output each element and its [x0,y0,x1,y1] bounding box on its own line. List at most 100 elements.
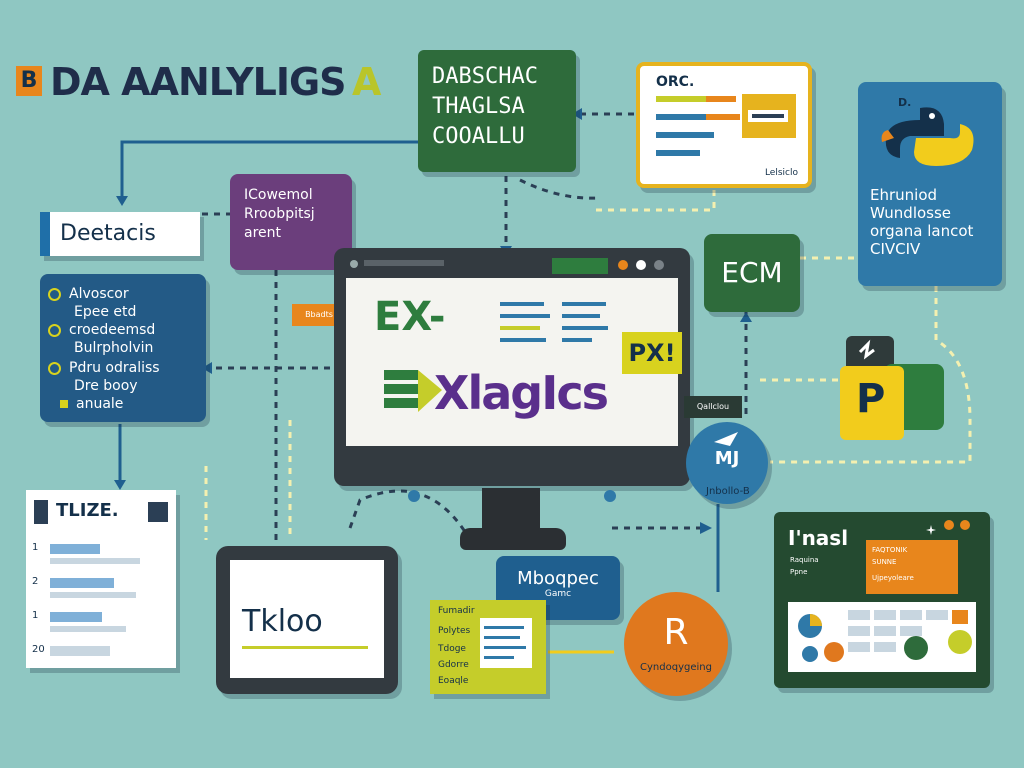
list-item-label: Pdru odraliss [69,360,160,376]
table-row [50,592,136,598]
close-icon[interactable] [654,260,664,270]
dashboard-line: Ujpeyoleare [872,574,914,582]
blue-list-card[interactable]: Alvoscor Epee etd croedeemsd Bulrpholvin… [40,274,206,422]
excel-logo-icon [384,370,442,412]
doc-line: Gdorre [438,660,469,670]
list-item: Bulrpholvin [74,340,153,356]
yellow-document[interactable]: Fumadir Polytes Tdoge Gdorre Eoaqle [430,600,546,694]
doc-line: Eoaqle [438,676,469,686]
top-green-card-text: DABSCHAC THAGLSA COOALLU [432,64,538,149]
status-dot-icon [604,490,616,502]
doc-lines-icon [484,626,526,659]
circle-bullet-icon [48,287,61,301]
python-card-text: Ehruniod Wundlosse organa lancot CIVCIV [870,186,974,258]
window-bar [364,260,444,266]
details-label: Deetacis [60,221,156,246]
tablet-text: Tkloo [242,604,323,639]
doc-line: Fumadir [438,606,475,616]
list-item: Epee etd [74,304,136,320]
doc-line: Tdoge [438,644,466,654]
ecm-card[interactable]: ECM [704,234,800,312]
small-orange-tag: Bbadts [292,304,346,326]
list-item: anuale [60,396,123,412]
m-circle-node[interactable]: MJ [686,422,768,504]
monitor-screen: EX- PX! XlagIcs [346,278,682,446]
list-item-label: croedeemsd [69,322,156,338]
dashboard-panel [788,602,976,672]
dashboard-title: I'nasl [788,526,849,550]
purple-card-text: ICowemol Rroobpitsj arent [244,187,315,241]
monitor-base [460,528,566,550]
p-logo[interactable]: P [840,366,904,440]
table-row [50,612,102,622]
python-card[interactable]: D. Ehruniod Wundlosse organa lancot CIVC… [858,82,1002,286]
doc-inner-panel [480,618,532,668]
dashboard-line: FAQTONIK [872,546,908,554]
purple-card[interactable]: ICowemol Rroobpitsj arent [230,174,352,270]
window-dot-icon [350,260,358,268]
p-logo-text: P [856,376,886,422]
list-item-label: anuale [76,396,124,412]
m-circle-caption: Jnbollo-B [706,486,750,497]
circle-bullet-icon [48,323,61,337]
orc-bar-chart [656,94,796,156]
list-item-label: Dre booy [74,378,138,394]
dashboard-card[interactable]: I'nasl Raquina Ppne FAQTONIK SUNNE Ujpey… [774,512,990,688]
list-item-label: Bulrpholvin [74,340,154,356]
sparkle-icon [858,339,875,360]
table-row [50,558,140,564]
list-item-label: Alvoscor [69,286,129,302]
top-green-card[interactable]: DABSCHAC THAGLSA COOALLU [418,50,576,172]
dashboard-line: SUNNE [872,558,897,566]
list-item: croedeemsd [48,322,155,338]
small-dark-tag: Qallclou [684,396,742,418]
status-dot-icon [944,520,954,530]
python-tag: D. [898,96,912,109]
r-circle-text: R [663,612,689,653]
row-number: 1 [32,542,39,553]
monitor: EX- PX! XlagIcs [334,248,690,502]
screen-text-lines [500,302,608,342]
title-badge: B [16,66,42,96]
doc-corner [148,502,168,522]
r-circle-node[interactable]: R Cyndoqygeing [624,592,728,696]
dashboard-line: Raquina [790,556,819,564]
middle-blue-sub: Gamc [544,589,572,599]
dashboard-line: Ppne [790,568,808,576]
table-row [50,626,126,632]
tablet: Tkloo [216,546,398,694]
table-row [50,578,114,588]
sparkle-icon [926,520,936,535]
maximize-icon[interactable] [636,260,646,270]
status-dot-icon [960,520,970,530]
list-item: Dre booy [74,378,138,394]
screen-wordmark: XlagIcs [434,366,609,420]
tlize-title: TLIZE. [56,500,119,521]
circle-bullet-icon [48,361,61,375]
tablet-screen[interactable]: Tkloo [230,560,384,678]
doc-marker [34,500,48,524]
window-tab [552,258,608,274]
table-row [50,646,110,656]
r-circle-caption: Cyndoqygeing [640,662,712,673]
ecm-card-text: ECM [721,256,783,289]
details-label-card[interactable]: Deetacis [40,212,200,256]
list-item-label: Epee etd [74,304,137,320]
title-suffix: A [352,60,382,104]
orc-chart-label: ORC. [656,74,695,90]
row-number: 20 [32,644,45,655]
m-circle-text: MJ [714,448,740,469]
screen-big-label: EX- [374,294,446,340]
row-number: 1 [32,610,39,621]
table-row [50,544,100,554]
list-item: Pdru odraliss [48,360,160,376]
orc-chart-card[interactable]: ORC. Lelsiclo [636,62,812,188]
tablet-underline [242,646,368,649]
tlize-document[interactable]: TLIZE. 1 2 1 20 [26,490,176,668]
middle-blue-text: Mboqpec [517,568,599,589]
minimize-icon[interactable] [618,260,628,270]
dashboard-grid [798,610,972,662]
list-item: Alvoscor [48,286,129,302]
orc-chart-footer: Lelsiclo [764,168,798,178]
pointer-icon [714,432,738,446]
